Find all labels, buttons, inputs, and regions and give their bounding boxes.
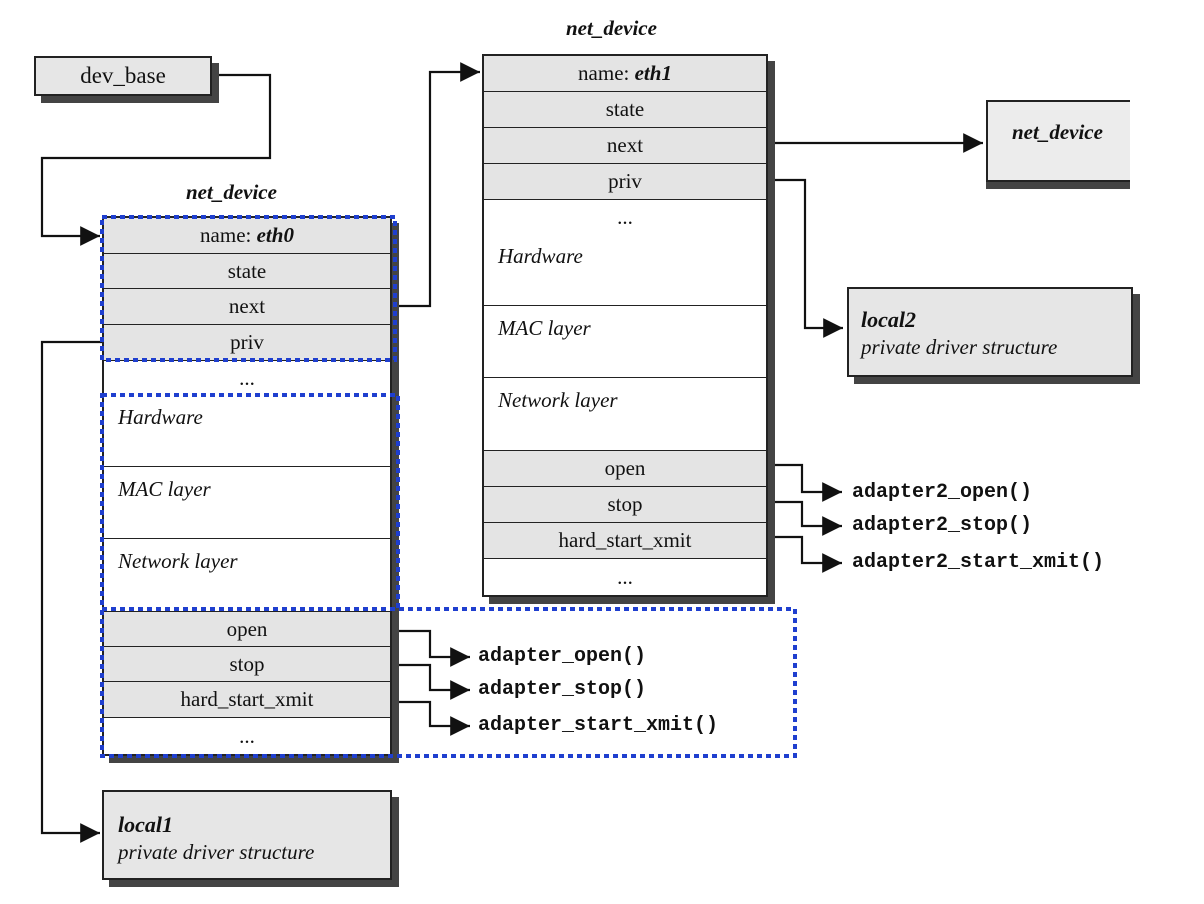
eth1-fn-hard-start-xmit: hard_start_xmit <box>484 523 766 559</box>
eth0-target-xmit: adapter_start_xmit() <box>478 714 719 737</box>
local1-box: local1 private driver structure <box>102 790 392 880</box>
arrow-eth0-open <box>392 629 470 667</box>
arrow-eth0-xmit <box>392 700 470 736</box>
eth1-field-name: name: eth1 <box>484 56 766 92</box>
eth1-section-network: Network layer <box>484 378 766 451</box>
next-net-device-title: net_device <box>1012 120 1103 144</box>
eth0-fn-hard-start-xmit: hard_start_xmit <box>104 682 390 718</box>
eth1-net-device: name: eth1 state next priv ... Hardware … <box>482 54 768 597</box>
eth1-fn-ellipsis: ... <box>484 559 766 595</box>
eth0-field-state: state <box>104 254 390 289</box>
highlight-eth0-functions <box>100 607 797 758</box>
dev-base-box: dev_base <box>34 56 212 96</box>
eth1-target-stop: adapter2_stop() <box>852 514 1033 537</box>
arrow-eth0-next-to-eth1 <box>396 62 480 308</box>
arrow-eth0-stop <box>392 663 470 700</box>
arrow-eth1-xmit <box>768 535 842 573</box>
eth1-field-next: next <box>484 128 766 164</box>
local2-box: local2 private driver structure <box>847 287 1133 377</box>
eth1-field-priv: priv <box>484 164 766 200</box>
highlight-eth0-fields <box>100 215 397 362</box>
eth1-field-state: state <box>484 92 766 128</box>
eth0-target-open: adapter_open() <box>478 645 647 668</box>
eth1-section-mac: MAC layer <box>484 306 766 378</box>
eth1-fn-stop: stop <box>484 487 766 523</box>
eth0-net-device: name: eth0 state next priv ... Hardware … <box>102 216 392 756</box>
eth0-section-hardware: Hardware <box>104 395 390 467</box>
eth1-section-hardware: Hardware <box>484 234 766 306</box>
local1-subtitle: private driver structure <box>118 840 315 864</box>
arrow-eth0-priv-to-local1 <box>40 340 102 843</box>
local1-title: local1 <box>118 812 173 837</box>
eth0-fn-open: open <box>104 612 390 647</box>
eth0-field-priv: priv <box>104 325 390 361</box>
eth1-struct-title: net_device <box>566 16 657 40</box>
arrow-eth1-priv-to-local2 <box>768 178 843 338</box>
eth0-struct-title: net_device <box>186 180 277 204</box>
eth0-section-mac: MAC layer <box>104 467 390 539</box>
arrow-eth1-stop <box>768 500 842 536</box>
eth0-field-name: name: eth0 <box>104 218 390 254</box>
eth0-field-ellipsis: ... <box>104 361 390 395</box>
eth0-section-network: Network layer <box>104 539 390 612</box>
local2-title: local2 <box>861 307 916 332</box>
eth1-fn-open: open <box>484 451 766 487</box>
eth0-target-stop: adapter_stop() <box>478 678 647 701</box>
next-net-device-box: net_device <box>986 100 1130 182</box>
arrow-eth1-open <box>768 463 842 502</box>
eth1-target-xmit: adapter2_start_xmit() <box>852 551 1105 574</box>
local2-subtitle: private driver structure <box>861 335 1058 359</box>
eth1-field-ellipsis: ... <box>484 200 766 234</box>
dev-base-label: dev_base <box>80 63 166 88</box>
highlight-eth0-layers <box>100 393 400 611</box>
eth1-target-open: adapter2_open() <box>852 481 1033 504</box>
eth0-fn-ellipsis: ... <box>104 718 390 754</box>
arrow-dev-base-to-eth0 <box>40 73 272 246</box>
eth0-field-next: next <box>104 289 390 325</box>
eth0-fn-stop: stop <box>104 647 390 682</box>
